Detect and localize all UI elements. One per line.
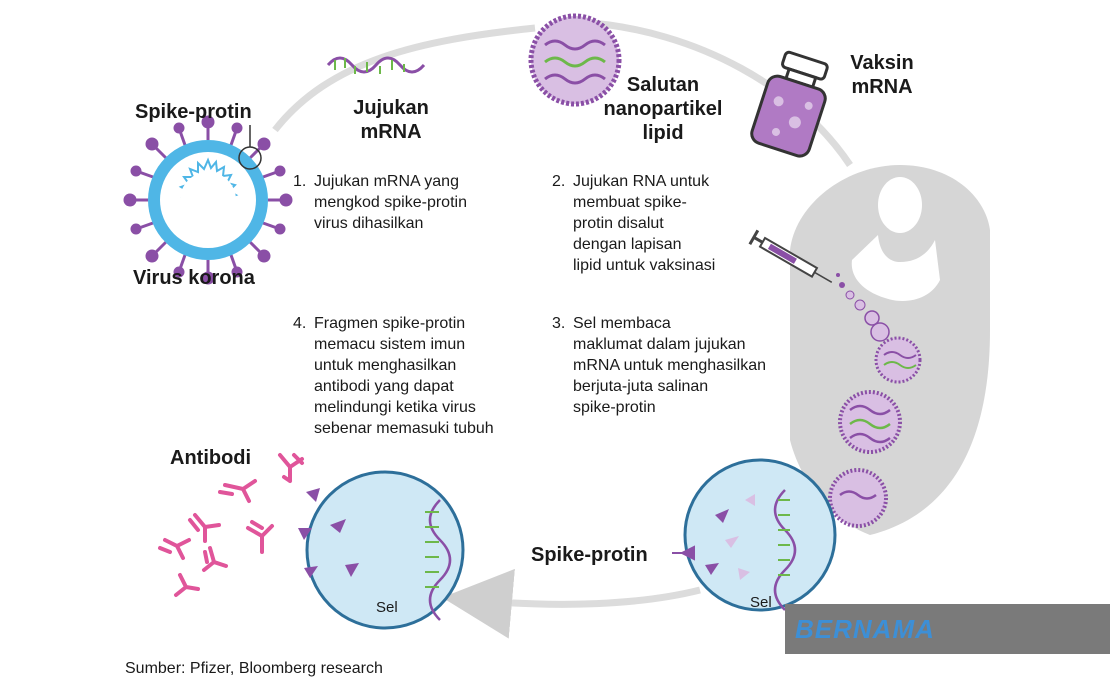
lipid-nanoparticle-medium xyxy=(874,336,922,384)
coronavirus-icon xyxy=(123,115,293,285)
label-spike-protein-top: Spike-protin xyxy=(135,101,252,123)
step-3-line: Sel membaca xyxy=(573,315,671,332)
cycle-arc-top xyxy=(272,24,536,133)
step-3-number: 3. xyxy=(552,315,566,332)
step-3-line: berjuta-juta salinan xyxy=(573,378,709,395)
step-4-line: sebenar memasuki tubuh xyxy=(314,420,494,437)
label-antibody: Antibodi xyxy=(170,447,252,469)
syringe-icon xyxy=(748,229,833,283)
step-2: 2. Jujukan RNA untuk membuat spike- prot… xyxy=(552,171,715,276)
label-lipid-line2: nanopartikel xyxy=(603,98,723,120)
head-profile xyxy=(851,177,940,301)
step-4-number: 4. xyxy=(293,315,307,332)
step-1-line: Jujukan mRNA yang xyxy=(314,173,459,190)
injected-particles xyxy=(836,273,890,342)
cycle-arc-right xyxy=(579,18,853,167)
watermark: BERNAMA xyxy=(785,604,1110,654)
label-lipid-line1: Salutan xyxy=(626,74,700,96)
step-3-line: mRNA untuk menghasilkan xyxy=(573,357,766,374)
step-4-line: melindungi ketika virus xyxy=(314,399,476,416)
step-4-line: antibodi yang dapat xyxy=(314,378,454,395)
lipid-nanoparticle-top xyxy=(528,13,622,107)
label-virus: Virus korona xyxy=(133,267,255,289)
cell-right xyxy=(672,458,837,612)
label-lipid-nanoparticle: Salutan nanopartikel lipid xyxy=(588,73,738,145)
label-cell-left: Sel xyxy=(376,599,398,616)
step-3: 3. Sel membaca maklumat dalam jujukan mR… xyxy=(552,313,766,418)
step-4-line: memacu sistem imun xyxy=(314,336,466,353)
step-1-line: mengkod spike-protin xyxy=(314,194,467,211)
lipid-nanoparticle-large xyxy=(838,390,902,454)
label-vaccine: Vaksin mRNA xyxy=(832,51,932,99)
step-2-number: 2. xyxy=(552,173,566,190)
mrna-strand-icon xyxy=(326,56,426,74)
step-3-line: spike-protin xyxy=(573,399,656,416)
step-1-line: virus dihasilkan xyxy=(314,215,424,232)
step-2-line: dengan lapisan xyxy=(573,236,682,253)
step-2-line: lipid untuk vaksinasi xyxy=(573,257,716,274)
step-1-number: 1. xyxy=(293,173,307,190)
step-2-line: protin disalut xyxy=(573,215,664,232)
cell-left xyxy=(298,470,465,630)
step-4: 4. Fragmen spike-protin memacu sistem im… xyxy=(293,313,494,439)
label-mrna-sequence: Jujukan mRNA xyxy=(336,96,446,144)
vaccine-vial-icon xyxy=(750,50,829,158)
label-mrna-sequence-line2: mRNA xyxy=(360,121,422,143)
step-4-line: untuk menghasilkan xyxy=(314,357,457,374)
step-4-line: Fragmen spike-protin xyxy=(314,315,466,332)
cycle-arc-bottom xyxy=(442,568,701,639)
label-vaccine-line2: mRNA xyxy=(851,76,913,98)
label-mrna-sequence-line1: Jujukan xyxy=(353,97,429,119)
watermark-text: BERNAMA xyxy=(795,614,935,644)
label-spike-protein-bottom: Spike-protin xyxy=(531,544,648,566)
antibodies-cluster xyxy=(158,453,304,597)
step-3-line: maklumat dalam jujukan xyxy=(573,336,746,353)
step-2-line: membuat spike- xyxy=(573,194,687,211)
step-2-line: Jujukan RNA untuk xyxy=(573,173,710,190)
label-vaccine-line1: Vaksin xyxy=(850,52,914,74)
label-cell-right: Sel xyxy=(750,594,772,611)
label-lipid-line3: lipid xyxy=(642,122,684,144)
source-credit: Sumber: Pfizer, Bloomberg research xyxy=(125,660,383,677)
lipid-nanoparticle-entering-cell xyxy=(828,468,888,528)
step-1: 1. Jujukan mRNA yang mengkod spike-proti… xyxy=(293,171,467,234)
